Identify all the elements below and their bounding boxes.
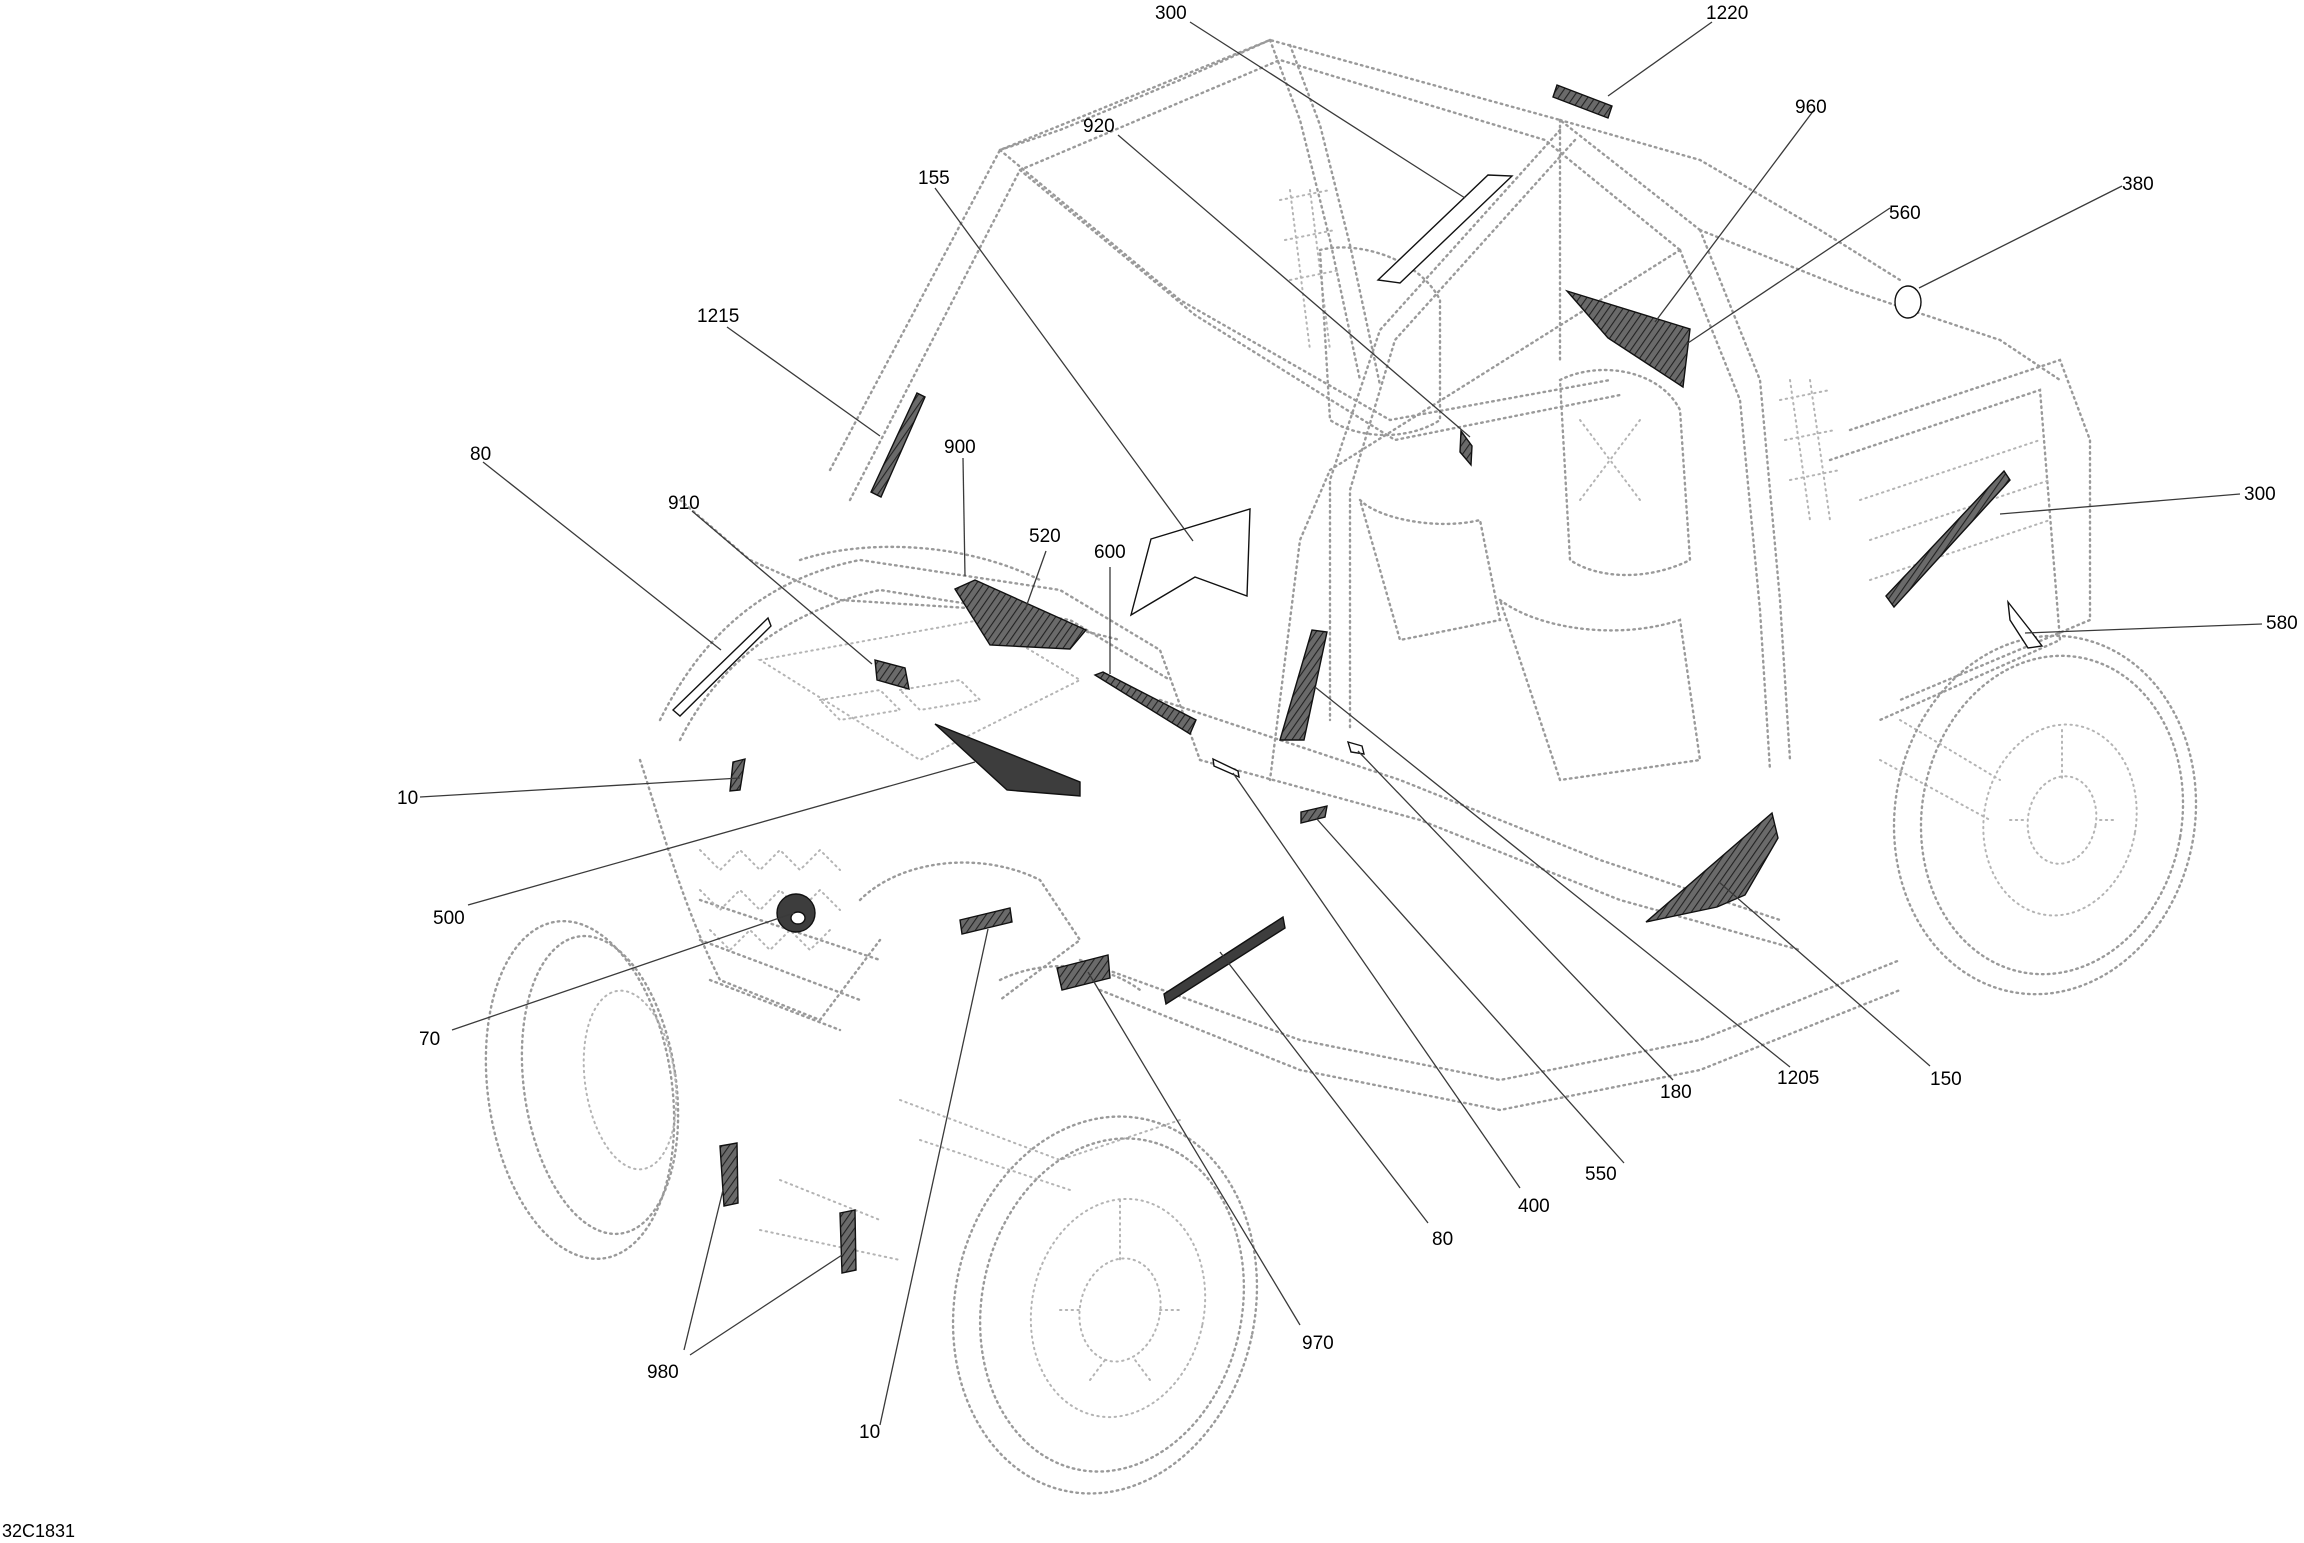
callout-580: 580 [2266,613,2298,634]
front-right-wheel [951,1115,1259,1495]
decal-920 [1459,428,1473,467]
callout-1220: 1220 [1706,3,1748,24]
decal-180 [1346,740,1365,755]
callout-80-top: 80 [470,444,491,465]
decal-900-520 [953,579,1088,650]
decal-10-mid [959,907,1013,935]
callout-380: 380 [2122,174,2154,195]
callout-300-right: 300 [2244,484,2276,505]
callout-70: 70 [419,1029,440,1050]
decal-500 [934,723,1081,797]
callout-10-left: 10 [397,788,418,809]
callout-520: 520 [1029,526,1061,547]
decal-980-right [839,1209,857,1274]
figure-id: 32C1831 [2,1521,75,1541]
callout-900: 900 [944,437,976,458]
decal-300-top [1376,174,1514,284]
callout-1215: 1215 [697,306,739,327]
callout-400: 400 [1518,1196,1550,1217]
decal-10-left [729,758,746,792]
decal-400 [1212,757,1240,779]
callout-600: 600 [1094,542,1126,563]
callout-970: 970 [1302,1333,1334,1354]
callout-labels: 300 1220 920 960 155 560 380 1215 80 900… [397,3,2298,1443]
decal-550 [1300,805,1328,824]
decal-970 [1056,954,1111,991]
callout-10-bottom: 10 [859,1422,880,1443]
decal-155 [1129,508,1251,617]
decal-980-left [719,1142,739,1207]
callout-910: 910 [668,493,700,514]
leader-lines [419,21,2263,1426]
decal-1220 [1552,84,1613,119]
callout-980: 980 [647,1362,679,1383]
rear-right-wheel [1892,634,2198,996]
callout-155: 155 [918,168,950,189]
decal-600 [1093,671,1197,736]
decal-1215 [870,392,926,498]
callout-920: 920 [1083,116,1115,137]
callout-80-bottom: 80 [1432,1229,1453,1250]
callout-1205: 1205 [1777,1068,1819,1089]
decal-1205-180 [1279,629,1328,741]
decal-580 [2007,599,2044,649]
vehicle-outline [638,38,2092,1261]
decal-300-right [1885,469,2011,609]
front-left-wheel [484,919,680,1261]
callout-960: 960 [1795,97,1827,118]
callout-300-top: 300 [1155,3,1187,24]
callout-500: 500 [433,908,465,929]
decal-150 [1645,811,1779,923]
callout-180: 180 [1660,1082,1692,1103]
decals [671,84,2044,1274]
decal-380 [1894,285,1922,319]
decal-80-top [671,616,772,717]
decal-910 [874,659,910,690]
decal-80-bottom [1163,915,1286,1006]
callout-550: 550 [1585,1164,1617,1185]
callout-150: 150 [1930,1069,1962,1090]
callout-560: 560 [1889,203,1921,224]
decal-960-560 [1564,289,1691,389]
